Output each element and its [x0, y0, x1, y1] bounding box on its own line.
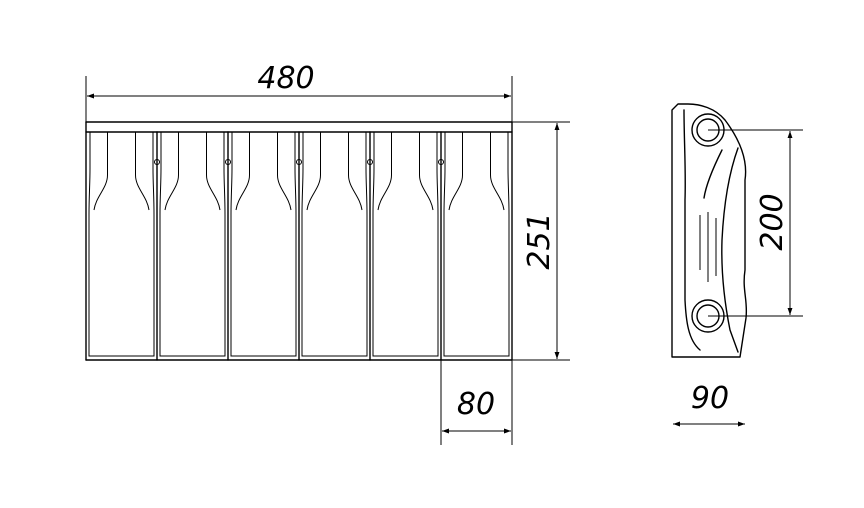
width-label: 480 — [257, 61, 314, 96]
side-fin-curve — [703, 149, 723, 199]
section-body — [88, 132, 155, 357]
radiator-front-view — [85, 121, 513, 361]
section-width-label: 80 — [457, 387, 495, 422]
section-joint — [367, 159, 373, 165]
axis-distance-dimension: 200 — [708, 129, 803, 317]
side-body-outline — [671, 103, 748, 358]
section-body — [159, 132, 226, 357]
side-inner-contour — [683, 109, 701, 351]
section-funnel-left — [164, 132, 179, 211]
section-funnel-left — [235, 132, 250, 211]
axis-distance-label: 200 — [755, 193, 790, 250]
section-funnel-left — [93, 132, 108, 211]
section-funnel-right — [277, 132, 292, 211]
depth-dimension: 90 — [673, 381, 745, 427]
section-funnel-right — [135, 132, 150, 211]
section-funnel-right — [490, 132, 505, 211]
side-fin-right — [721, 147, 739, 353]
section-body — [230, 132, 297, 357]
section-joint — [154, 159, 160, 165]
section-width-dimension: 80 — [440, 360, 513, 445]
width-dimension: 480 — [85, 61, 513, 122]
section-funnel-left — [306, 132, 321, 211]
section-joint — [438, 159, 444, 165]
section-funnel-right — [419, 132, 434, 211]
section-funnel-left — [448, 132, 463, 211]
depth-label: 90 — [691, 381, 729, 416]
section-body — [301, 132, 368, 357]
section-funnel-right — [348, 132, 363, 211]
section-body — [443, 132, 510, 357]
section-joint — [296, 159, 302, 165]
section-joint — [225, 159, 231, 165]
section-funnel-right — [206, 132, 221, 211]
height-label: 251 — [522, 212, 557, 269]
height-dimension: 251 — [512, 121, 570, 361]
section-body — [372, 132, 439, 357]
radiator-side-view — [671, 103, 748, 358]
section-funnel-left — [377, 132, 392, 211]
